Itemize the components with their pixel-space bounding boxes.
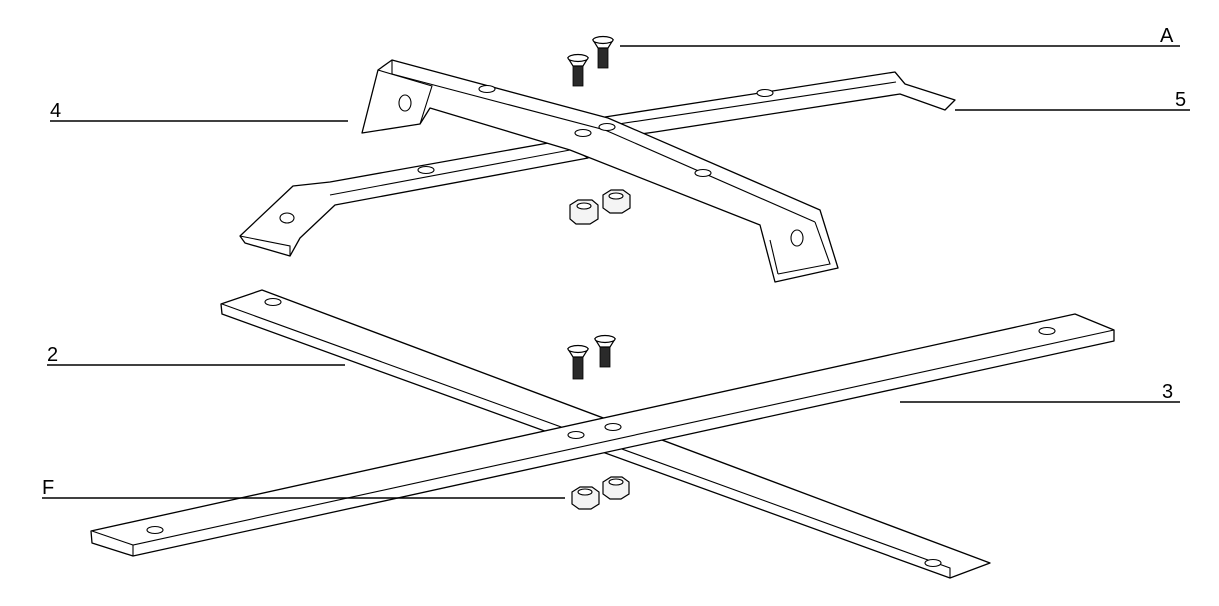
hole [567, 430, 585, 440]
hole [146, 525, 164, 535]
hole [598, 122, 616, 132]
label-5: 5 [1175, 89, 1186, 111]
hole [604, 422, 622, 432]
screw [593, 334, 617, 368]
hole [574, 128, 592, 138]
hole [279, 212, 295, 224]
nut [571, 486, 600, 510]
screw [566, 344, 590, 380]
hole [694, 168, 712, 178]
screw [566, 53, 590, 87]
hole [478, 84, 496, 94]
screw [591, 35, 615, 69]
label-a: A [1160, 25, 1174, 47]
label-2: 2 [47, 344, 58, 366]
part-4-bracket [361, 59, 839, 283]
label-f: F [42, 477, 54, 499]
label-4: 4 [50, 100, 61, 122]
hole [924, 558, 942, 568]
hole [1038, 326, 1056, 336]
hole [398, 94, 412, 112]
label-3: 3 [1162, 381, 1173, 403]
hole [790, 229, 804, 247]
hole [756, 88, 774, 98]
hole [264, 297, 282, 307]
nut [569, 199, 599, 225]
part-5-bracket [604, 71, 956, 139]
part-3-bar [90, 313, 1115, 557]
hole [417, 165, 435, 175]
nut [602, 189, 631, 214]
part-4-lower-arm [239, 139, 589, 257]
nut [602, 476, 630, 500]
